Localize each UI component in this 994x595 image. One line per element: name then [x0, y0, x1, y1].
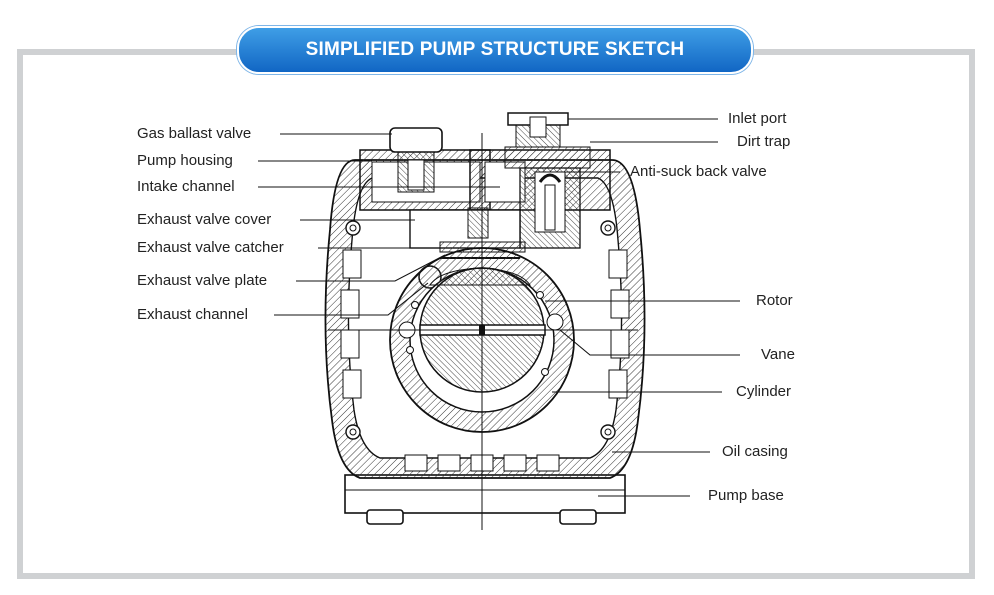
pump-base: [344, 474, 626, 525]
left-leader-lines: [258, 133, 500, 316]
center-lines: [328, 133, 638, 530]
title-banner: SIMPLIFIED PUMP STRUCTURE SKETCH: [237, 26, 753, 74]
label-exhaust-valve-plate: Exhaust valve plate: [137, 272, 268, 289]
label-exhaust-valve-cover: Exhaust valve cover: [137, 211, 272, 228]
label-pump-housing: Pump housing: [137, 152, 233, 169]
label-vane: Vane: [761, 346, 795, 363]
gas-ballast-valve: [389, 127, 443, 193]
label-anti-suck-back-valve: Anti-suck back valve: [630, 163, 767, 180]
diagram-title: SIMPLIFIED PUMP STRUCTURE SKETCH: [305, 39, 685, 60]
label-dirt-trap: Dirt trap: [737, 133, 791, 150]
label-inlet-port: Inlet port: [728, 110, 787, 127]
label-rotor: Rotor: [756, 292, 793, 309]
label-exhaust-valve-catcher: Exhaust valve catcher: [137, 239, 284, 256]
label-pump-base: Pump base: [708, 487, 784, 504]
label-oil-casing: Oil casing: [722, 443, 788, 460]
label-intake-channel: Intake channel: [137, 178, 235, 195]
label-cylinder: Cylinder: [736, 383, 792, 400]
label-exhaust-channel: Exhaust channel: [137, 306, 248, 323]
label-gas-ballast-valve: Gas ballast valve: [137, 125, 252, 142]
right-leader-lines: [545, 118, 740, 497]
inlet-port-assembly: [504, 112, 591, 249]
